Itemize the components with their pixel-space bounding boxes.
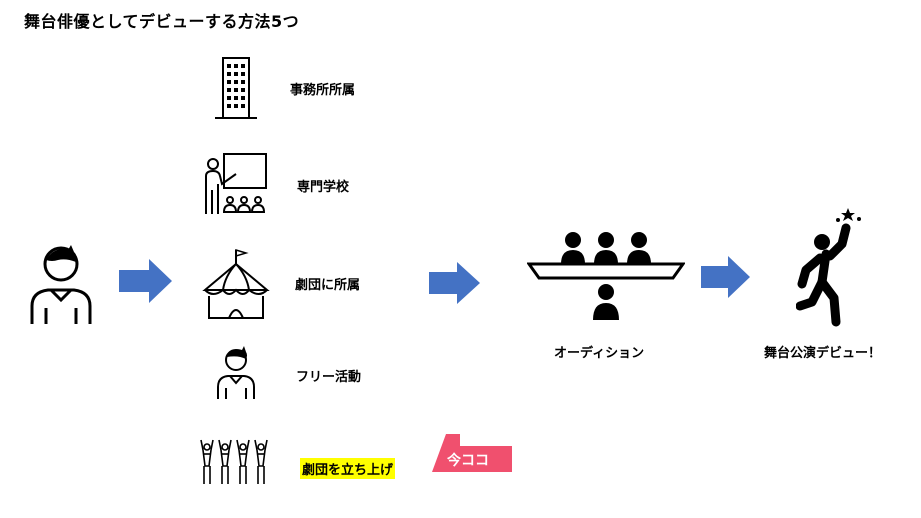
single-actor-icon (214, 343, 258, 401)
method-label-school: 専門学校 (297, 180, 350, 195)
arrow-right-icon (119, 259, 172, 303)
method-label-office: 事務所所属 (290, 83, 356, 98)
celebrating-person-icon (796, 206, 866, 328)
circus-tent-icon (201, 246, 271, 322)
office-building-icon (213, 56, 259, 120)
audition-panel-icon (527, 228, 685, 322)
classroom-teacher-icon (198, 150, 270, 218)
person-icon (24, 236, 98, 326)
arrow-right-icon (429, 262, 480, 304)
current-position-badge: 今ココ (432, 426, 514, 480)
debut-label: 舞台公演デビュー！ (764, 346, 882, 361)
troupe-group-icon (197, 438, 273, 488)
audition-label: オーディション (554, 346, 645, 361)
arrow-right-icon (701, 256, 750, 298)
method-label-freelance: フリー活動 (296, 370, 362, 385)
method-label-troupe: 劇団に所属 (295, 278, 361, 293)
badge-label: 今ココ (446, 452, 489, 469)
method-label-start-troupe: 劇団を立ち上げ (300, 458, 396, 479)
page-title: 舞台俳優としてデビューする方法5つ (24, 12, 300, 31)
